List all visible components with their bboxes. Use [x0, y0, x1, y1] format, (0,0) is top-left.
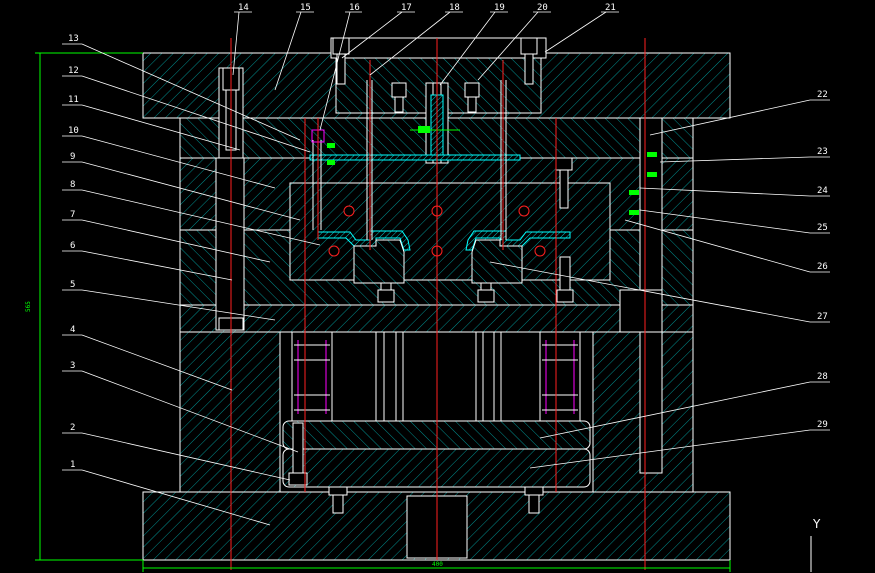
part-labels-left: 13 12 11 10 9 8 7 6 5 4 3 2 1: [68, 34, 79, 470]
part-label-17: 17: [401, 3, 412, 13]
part-label-26: 26: [817, 262, 828, 272]
ejector-space-pins: [375, 332, 502, 421]
part-label-9: 9: [70, 152, 75, 162]
part-label-5: 5: [70, 280, 75, 290]
part-label-23: 23: [817, 147, 828, 157]
molded-part-right: [465, 230, 571, 251]
part-label-6: 6: [70, 241, 75, 251]
part-label-29: 29: [817, 420, 828, 430]
ejector-pins: [312, 80, 507, 240]
overall-height-dimension: 565: [25, 52, 143, 561]
width-dimension-text: 400: [432, 561, 443, 568]
part-label-3: 3: [70, 361, 75, 371]
part-label-20: 20: [537, 3, 548, 13]
leader-lines-right: [489, 99, 830, 469]
part-label-28: 28: [817, 372, 828, 382]
part-label-25: 25: [817, 223, 828, 233]
part-label-15: 15: [300, 3, 311, 13]
part-label-2: 2: [70, 423, 75, 433]
overall-width-dimension: 400: [142, 560, 731, 572]
return-spring-right: [539, 331, 581, 422]
part-label-8: 8: [70, 180, 75, 190]
leader-lines-top: [232, 11, 619, 131]
fit-annotations: [327, 143, 657, 215]
part-label-11: 11: [68, 95, 79, 105]
part-label-27: 27: [817, 312, 828, 322]
return-spring-left: [291, 331, 333, 422]
part-label-1: 1: [70, 460, 75, 470]
part-label-12: 12: [68, 66, 79, 76]
part-label-10: 10: [68, 126, 79, 136]
part-labels-top: 14 15 16 17 18 19 20 21: [238, 3, 616, 13]
axis-y-label: Y: [812, 517, 821, 531]
part-label-24: 24: [817, 186, 828, 196]
part-label-13: 13: [68, 34, 79, 44]
runner-system: [309, 126, 521, 161]
part-label-22: 22: [817, 90, 828, 100]
cooling-channels: [328, 205, 546, 257]
ucs-axis-icon: Y: [810, 517, 821, 572]
part-label-14: 14: [238, 3, 249, 13]
part-label-18: 18: [449, 3, 460, 13]
centerlines: [230, 38, 646, 570]
part-label-16: 16: [349, 3, 360, 13]
leader-lines-left: [62, 43, 321, 526]
molded-part-left: [317, 230, 411, 251]
part-label-19: 19: [494, 3, 505, 13]
part-labels-right: 22 23 24 25 26 27 28 29: [817, 90, 828, 430]
part-label-21: 21: [605, 3, 616, 13]
spacer-block-left: [179, 331, 281, 493]
part-label-4: 4: [70, 325, 75, 335]
part-label-7: 7: [70, 210, 75, 220]
height-dimension-text: 565: [25, 301, 32, 312]
